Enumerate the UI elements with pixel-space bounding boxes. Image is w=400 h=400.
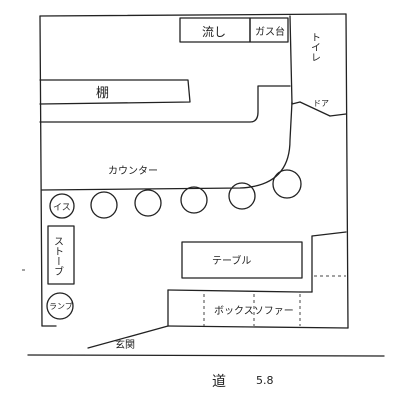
counter-label: カウンター (108, 165, 158, 177)
table-box (181, 241, 303, 279)
approx-label: 5.8 (256, 374, 274, 387)
chair-label: イス (53, 203, 71, 213)
chair-1 (49, 193, 75, 219)
chair-6 (272, 169, 302, 199)
shelf-box (39, 79, 191, 105)
lamp-circle (46, 292, 74, 320)
wall-top (39, 13, 347, 17)
gas-label: ガス台 (255, 25, 285, 38)
table-label: テーブル (212, 254, 251, 267)
wall-bottom (167, 325, 349, 329)
toilet-label: トイレ (309, 32, 321, 62)
box-sofa-label: ボックスソファー (214, 305, 294, 317)
toilet-wall-bottom (291, 101, 301, 105)
toilet-wall-left (289, 15, 293, 105)
wall-left (39, 15, 43, 327)
sink-label: 流し (202, 25, 226, 39)
counter-top (39, 85, 291, 123)
stove-box (47, 225, 75, 285)
entrance-label: 玄関 (115, 338, 135, 351)
chair-5 (228, 182, 256, 210)
lamp-label: ランプ (49, 302, 73, 311)
chair-2 (90, 191, 118, 219)
door-label: ドア (313, 99, 329, 108)
door-bottom (329, 113, 347, 117)
chair-4 (180, 186, 208, 214)
right-nook-top (311, 231, 347, 237)
door-swing (299, 101, 331, 117)
shelf-label: 棚 (96, 86, 109, 101)
wall-right (345, 13, 349, 329)
road-label: 道 (212, 374, 226, 390)
counter-bottom (41, 101, 293, 191)
stove-label: ストーブ (52, 236, 63, 276)
box-sofa-top (167, 289, 301, 293)
chair-3 (134, 189, 162, 217)
gas-box (249, 17, 289, 43)
entrance-line (87, 325, 169, 349)
road-line (27, 354, 385, 357)
